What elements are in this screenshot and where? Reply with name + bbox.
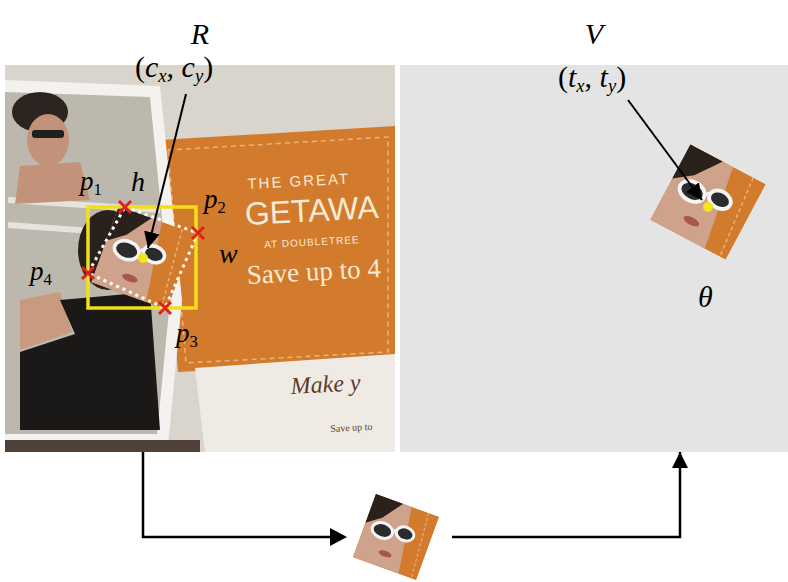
math-label: θ [698, 282, 713, 312]
math-label: w [219, 240, 238, 268]
image-panel: V [400, 65, 788, 452]
target-dot [703, 202, 713, 212]
corner-marks [192, 227, 204, 239]
man-shoulder [15, 162, 90, 204]
woman-dress [20, 292, 160, 430]
corner-marks [82, 201, 204, 314]
math-label: p2 [204, 186, 226, 216]
photo-r [32, 130, 64, 138]
photo-r [5, 65, 395, 452]
photo-text: Save up to 4 [246, 255, 381, 289]
arrow-head [330, 528, 347, 546]
canvas-v [400, 65, 788, 452]
cream-card [195, 354, 395, 452]
leader-arrow [148, 94, 186, 248]
panel-heading: R [5, 19, 395, 49]
canvas-v [650, 144, 766, 260]
panel-heading: V [400, 19, 788, 49]
corner-marks [119, 201, 131, 213]
photo-text: AT DOUBLETREE [264, 235, 360, 250]
photo-text: Save up to [330, 422, 373, 434]
photo-text: GETAWA [244, 191, 379, 230]
math-label: h [131, 168, 145, 196]
math-label: p4 [30, 258, 52, 288]
man-face [27, 114, 69, 166]
leader-arrow [628, 100, 702, 200]
rotated-box [88, 207, 198, 308]
photo-r [5, 65, 395, 452]
math-label: (cx, cy) [135, 52, 213, 86]
card-stitch [168, 137, 388, 363]
center-dot [138, 253, 148, 263]
bounding-box [88, 207, 196, 308]
canvas-v [400, 65, 788, 452]
photo-r [5, 440, 200, 452]
photo-text: Make y [290, 370, 361, 398]
math-label: p3 [176, 320, 198, 350]
cropped-patch [353, 494, 440, 581]
math-label: p1 [80, 168, 102, 198]
corner-marks [159, 302, 171, 314]
math-label: (tx, ty) [558, 62, 626, 96]
photo-r [91, 206, 195, 310]
photo-text: THE GREAT [247, 171, 350, 191]
corner-marks [82, 267, 94, 279]
